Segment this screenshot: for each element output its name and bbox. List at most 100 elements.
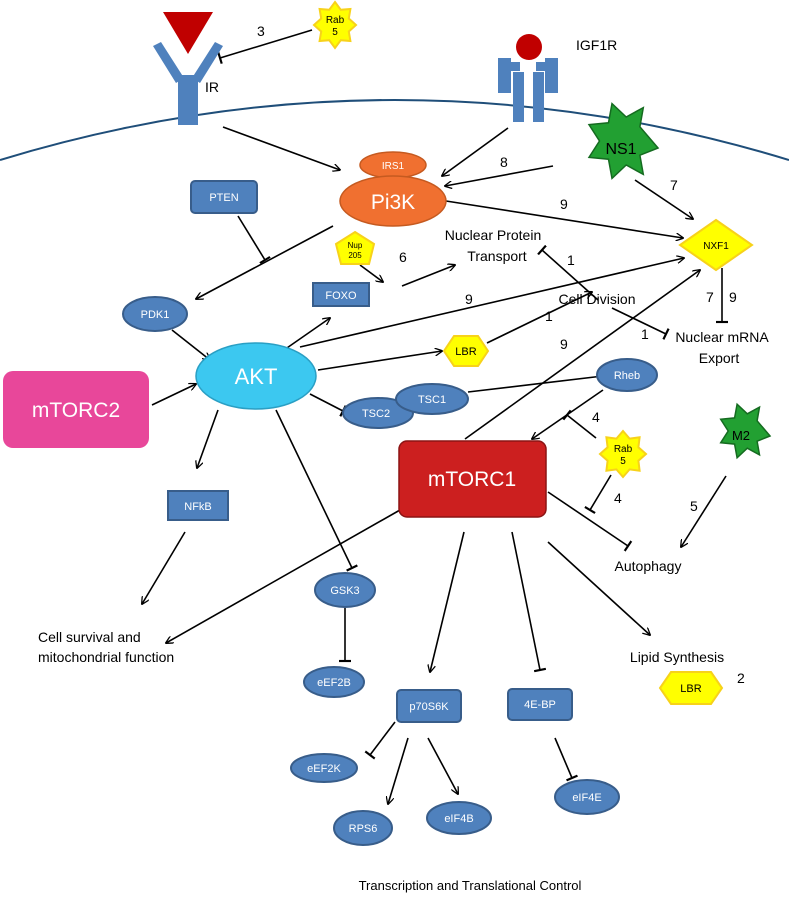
rab5-top-star-icon [312,0,358,50]
pi3k-complex: IRS1 Pi3K [339,151,447,227]
nuclear-mrna-export-line2: Export [699,350,740,366]
m2: M2 [719,402,772,460]
rheb-label: Rheb [614,370,640,382]
edge-label-m2-autophagy: 5 [690,498,698,514]
eef2b-node [303,666,365,698]
rab5-mid-label-line2: 5 [620,456,626,467]
eef2k-label: eEF2K [307,763,341,775]
igf1r-left-bar-icon [498,62,520,71]
pdk1-node [122,296,188,332]
akt-node [195,342,317,410]
akt: AKT [195,342,317,410]
p70s6k: p70S6K [396,689,462,723]
eif4b-label: eIF4B [444,813,473,825]
edge-nfkb-survival [142,531,186,604]
edge-mtorc2-akt [151,384,196,406]
diagram-caption: Transcription and Translational Control [359,878,582,893]
lbr-mid-hexagon-icon [442,335,490,367]
edge-tsc1-rheb [467,369,605,393]
rheb-node [596,358,658,392]
pten-node [190,180,258,214]
foxo-node [312,282,370,307]
edge-ns1-pi3k [445,165,554,186]
edge-4ebp-eif4e [554,737,578,782]
edge-ns1-nxf1 [634,179,693,219]
rps6: RPS6 [333,810,393,846]
edge-division-export [611,307,670,340]
nup205: Nup 205 [334,230,376,265]
lbr-bottom-hexagon-icon [658,671,724,705]
rps6-node [333,810,393,846]
eef2b: eEF2B [303,666,365,698]
gsk3-label: GSK3 [330,585,359,597]
m2-label: M2 [732,428,750,443]
igf1r-left-stem-icon [513,72,524,122]
nxf1-label: NXF1 [703,241,729,252]
edge-labels: 3 8 9 7 6 1 9 1 1 7 9 9 4 4 5 2 [257,23,745,686]
rheb: Rheb [596,358,658,392]
tsc2-label: TSC2 [362,408,390,420]
4ebp: 4E-BP [507,688,573,721]
akt-label: AKT [235,364,278,389]
edge-mtorc1-nxf1 [464,270,700,440]
edges [142,29,728,804]
cell-membrane [0,99,789,161]
ir-stem-icon [178,75,198,125]
edge-label-ns1-nxf1: 7 [670,177,678,193]
edge-transport-export [537,244,599,301]
rab5-mid: Rab 5 [598,429,648,479]
cell-division-label: Cell Division [558,291,635,307]
pdk1: PDK1 [122,296,188,332]
p70s6k-node [396,689,462,723]
edge-rab-rheb [562,409,597,439]
edge-label-nxf1-export-a: 7 [706,289,714,305]
lbr-mid: LBR [442,335,490,367]
edge-akt-nxf1 [299,258,684,348]
tsc1-node [395,383,469,415]
edge-pten-pdk1 [237,215,271,265]
cell-survival: Cell survival and mitochondrial function [38,629,174,665]
ns1: NS1 [587,102,660,180]
lbr-bottom: LBR [658,671,724,705]
p70s6k-label: p70S6K [409,701,449,713]
edge-akt-nfkb [197,409,219,468]
edge-akt-foxo [283,318,330,351]
edge-p70s6k-eif4b [427,737,458,794]
edge-label-akt-nxf1: 9 [465,291,473,307]
ns1-label: NS1 [605,141,636,158]
lbr-bottom-label: LBR [680,683,701,695]
nuclear-mrna-export-line1: Nuclear mRNA [675,329,769,345]
edge-mtorc1-autophagy [547,491,633,552]
cell-survival-line1: Cell survival and [38,629,141,645]
eif4b-node [426,801,492,835]
igf1r-right-bar-icon [536,62,558,71]
edge-label-transport-export: 1 [567,252,575,268]
edge-label-ns1-pi3k: 8 [500,154,508,170]
eef2k-node [290,753,358,783]
rab5-top-label-line2: 5 [332,27,338,38]
eif4e-node [554,779,620,815]
pdk1-label: PDK1 [141,309,170,321]
nuclear-protein-transport-line1: Nuclear Protein [445,227,542,243]
mtorc2: mTORC2 [3,371,149,448]
eif4e: eIF4E [554,779,620,815]
edge-igf1r-pi3k [442,127,509,176]
edge-foxo-transport [401,265,455,287]
edge-akt-tsc2 [309,393,347,417]
edge-label-nup-transport: 6 [399,249,407,265]
edge-pdk1-akt [171,329,210,360]
edge-ir-pi3k [222,126,340,170]
pi3k-node [339,175,447,227]
ir-right-arm-icon [192,42,223,83]
foxo: FOXO [312,282,370,307]
rab5-mid-star-icon [598,429,648,479]
mtorc2-node [3,371,149,448]
pten: PTEN [190,180,258,214]
tsc2-node [342,397,414,429]
mtorc2-label: mTORC2 [32,399,120,422]
igf1-ligand-icon [516,34,542,60]
ir-label: IR [205,79,219,95]
edge-mtorc1-4ebp [511,531,547,673]
edge-rab-ir [217,29,313,65]
